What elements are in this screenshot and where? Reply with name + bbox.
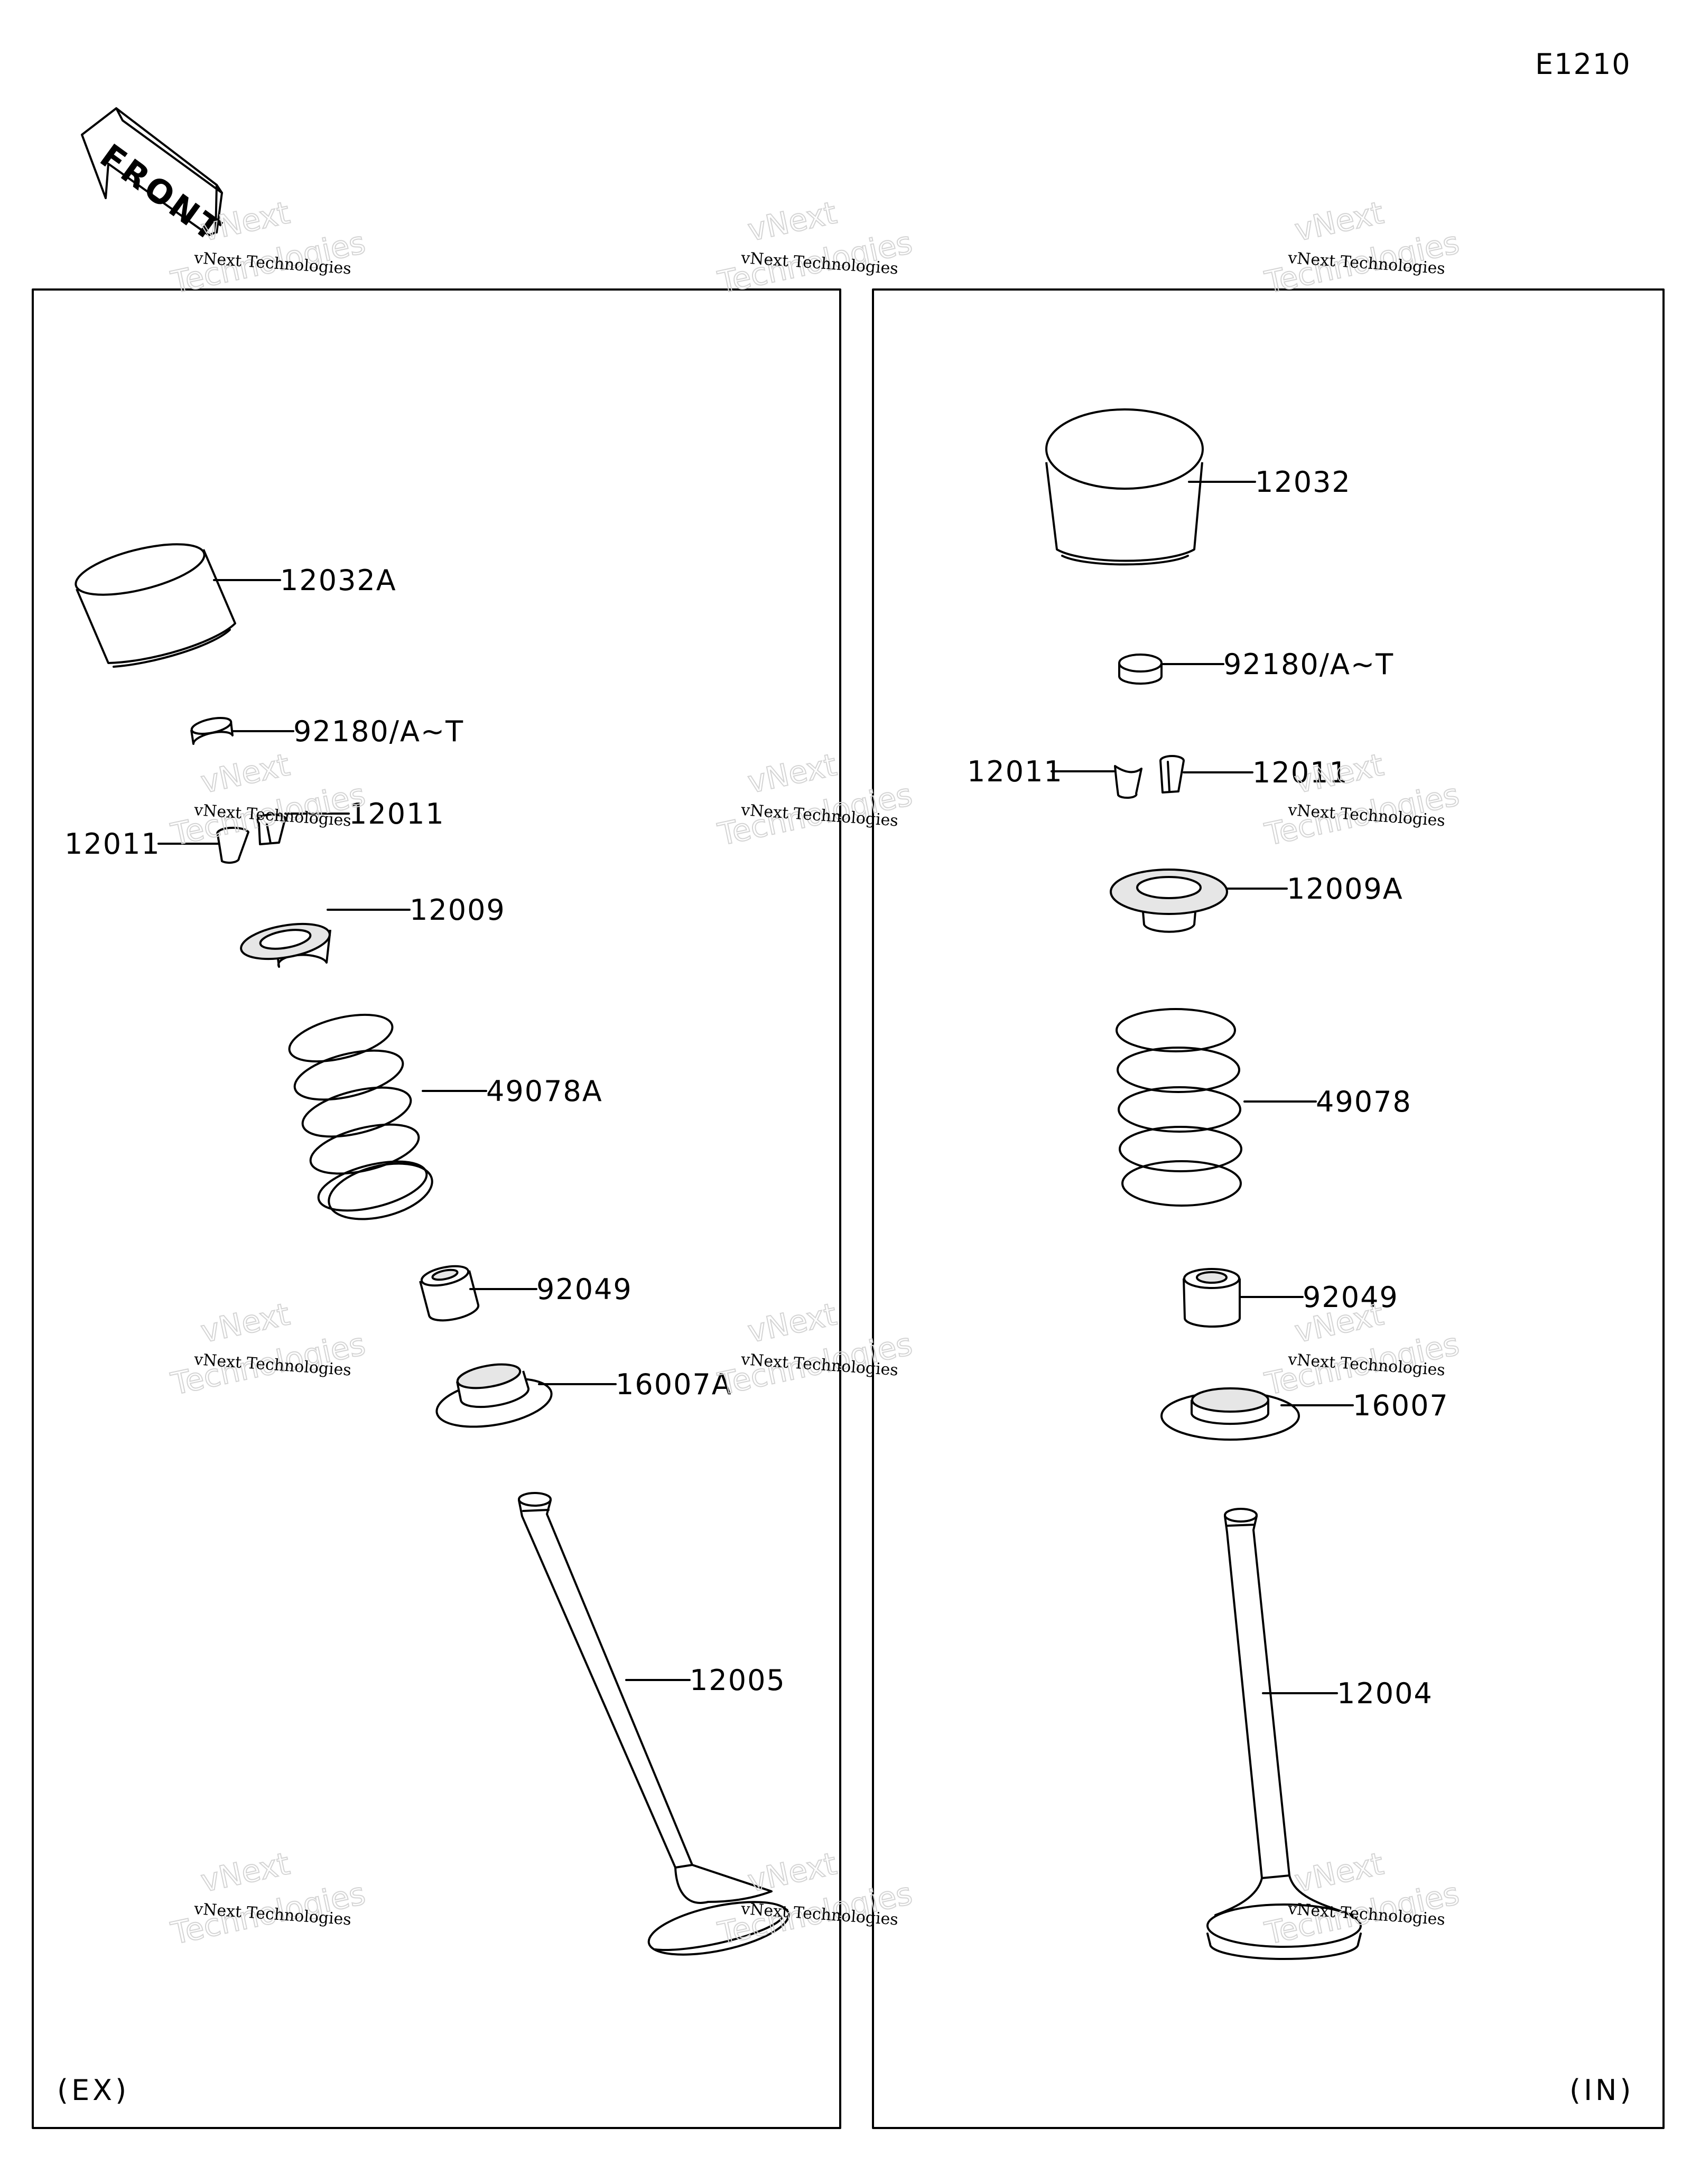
label-49078A: 49078A (486, 1075, 603, 1108)
watermark-vnext: vNext (1292, 194, 1387, 248)
exhaust-spring (288, 1013, 433, 1220)
intake-spring (1116, 1008, 1242, 1207)
exhaust-tappet (75, 543, 236, 668)
diagram-code: E1210 (1535, 48, 1631, 81)
intake-valve (1206, 1508, 1362, 1960)
watermark-vnext: vNext (198, 746, 293, 800)
exhaust-panel-tag: (EX) (57, 2074, 129, 2107)
exhaust-valve (518, 1492, 790, 1956)
watermark-vnext: vNext (198, 1845, 293, 1899)
watermark-vnext: vNext (745, 1845, 840, 1899)
intake-valve-seal (1183, 1268, 1241, 1328)
exhaust-retainer (240, 922, 331, 968)
label-16007: 16007 (1353, 1389, 1449, 1422)
intake-shim (1118, 654, 1163, 685)
label-49078: 49078 (1316, 1085, 1412, 1118)
intake-panel-frame (872, 288, 1665, 2129)
label-12032A: 12032A (280, 564, 397, 597)
watermark-vnext: vNext (745, 746, 840, 800)
exhaust-panel-frame (32, 288, 841, 2129)
exhaust-valve-seal (419, 1265, 480, 1322)
intake-retainer (1110, 869, 1228, 933)
intake-spring-seat (1160, 1387, 1300, 1441)
label-92180-in: 92180/A~T (1223, 648, 1394, 681)
watermark-vnext: vNext (198, 1296, 293, 1350)
intake-cotter-right (1159, 755, 1185, 794)
label-12005: 12005 (690, 1664, 786, 1697)
label-12011-in-right: 12011 (1252, 756, 1349, 789)
watermark-vnext: vNext (745, 1296, 840, 1350)
label-16007A: 16007A (616, 1368, 732, 1401)
label-12009: 12009 (410, 893, 506, 927)
label-12009A: 12009A (1287, 872, 1404, 906)
watermark-vnext: vNext (745, 194, 840, 248)
label-92049-in: 92049 (1303, 1281, 1399, 1314)
intake-panel-tag: (IN) (1569, 2074, 1634, 2107)
label-92049-ex: 92049 (536, 1273, 633, 1306)
exhaust-shim (190, 717, 234, 745)
exhaust-spring-seat (435, 1363, 553, 1428)
label-12011-ex-left: 12011 (64, 827, 161, 861)
label-12011-in-left: 12011 (967, 755, 1063, 788)
label-12011-ex-right: 12011 (349, 797, 445, 830)
label-12032: 12032 (1255, 465, 1351, 499)
watermark-vnext: vNext (1292, 746, 1387, 800)
intake-tappet (1045, 408, 1204, 566)
intake-cotter-left (1114, 765, 1142, 799)
exhaust-cotter-left (216, 826, 249, 864)
exhaust-cotter-right (256, 813, 286, 845)
label-92180-ex: 92180/A~T (293, 715, 464, 748)
label-12004: 12004 (1337, 1677, 1433, 1710)
watermark-vnext: vNext (1292, 1845, 1387, 1899)
